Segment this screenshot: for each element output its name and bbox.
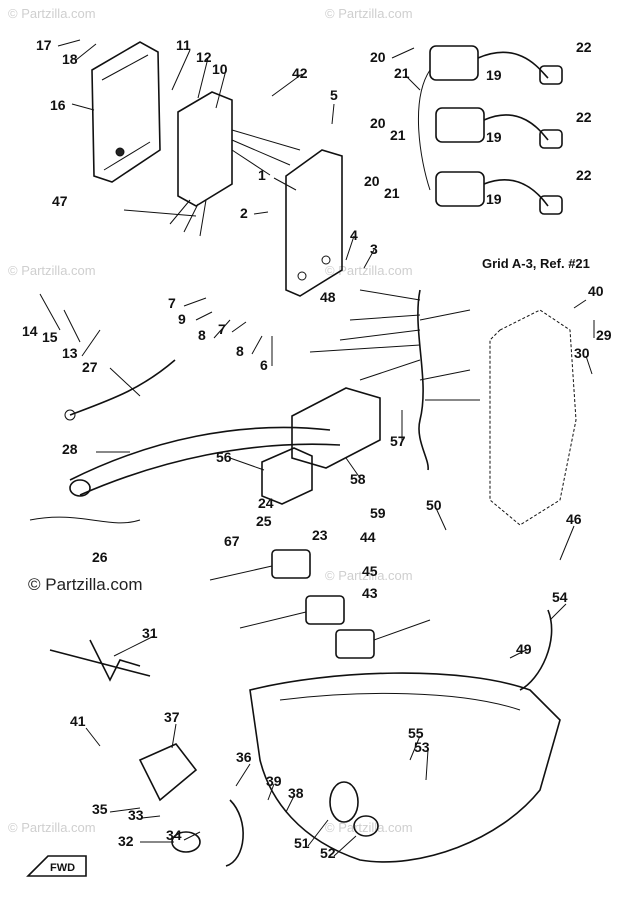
callout-54: 54: [552, 589, 568, 605]
callout-21: 21: [390, 127, 406, 143]
callout-26: 26: [92, 549, 108, 565]
callout-34: 34: [166, 827, 182, 843]
callout-40: 40: [588, 283, 604, 299]
callout-50: 50: [426, 497, 442, 513]
callout-44: 44: [360, 529, 376, 545]
callout-16: 16: [50, 97, 66, 113]
callout-39: 39: [266, 773, 282, 789]
wire-harness-part: [309, 289, 480, 471]
callout-28: 28: [62, 441, 78, 457]
leader-lines: [39, 39, 595, 857]
callout-21: 21: [384, 185, 400, 201]
grommet-part: [329, 781, 379, 837]
callout-20: 20: [370, 115, 386, 131]
callout-22: 22: [576, 39, 592, 55]
callout-labels: 17 18 16 11 12 10 42 5 20 21 19 22 20 21…: [22, 37, 612, 861]
callout-59: 59: [370, 505, 386, 521]
cdi-unit-part: [169, 91, 301, 237]
callout-67: 67: [224, 533, 240, 549]
callout-27: 27: [82, 359, 98, 375]
watermark: © Partzilla.com: [325, 820, 413, 835]
callout-17: 17: [36, 37, 52, 53]
callout-25: 25: [256, 513, 272, 529]
clamp-bracket-part: [49, 639, 151, 682]
callout-35: 35: [92, 801, 108, 817]
callout-12: 12: [196, 49, 212, 65]
callout-23: 23: [312, 527, 328, 543]
callout-41: 41: [70, 713, 86, 729]
relays-part: [209, 549, 431, 659]
cover-plate-part: [91, 41, 161, 183]
callout-38: 38: [288, 785, 304, 801]
callout-45: 45: [362, 563, 378, 579]
callout-2: 2: [240, 205, 248, 221]
watermark: © Partzilla.com: [8, 820, 96, 835]
callout-58: 58: [350, 471, 366, 487]
grid-reference-label: Grid A-3, Ref. #21: [482, 256, 590, 271]
ignition-coils-part: [417, 45, 563, 215]
callout-15: 15: [42, 329, 58, 345]
callout-10: 10: [212, 61, 228, 77]
callout-5: 5: [330, 87, 338, 103]
callout-36: 36: [236, 749, 252, 765]
callout-21: 21: [394, 65, 410, 81]
callout-32: 32: [118, 833, 134, 849]
callout-30: 30: [574, 345, 590, 361]
callout-43: 43: [362, 585, 378, 601]
callout-56: 56: [216, 449, 232, 465]
callout-37: 37: [164, 709, 180, 725]
callout-8: 8: [198, 327, 206, 343]
watermark-main: © Partzilla.com: [28, 575, 143, 594]
callout-20: 20: [364, 173, 380, 189]
starter-motor-part: [138, 743, 244, 867]
watermark: © Partzilla.com: [325, 6, 413, 21]
callout-24: 24: [258, 495, 274, 511]
watermark-group: © Partzilla.com © Partzilla.com © Partzi…: [8, 6, 413, 835]
watermark: © Partzilla.com: [8, 6, 96, 21]
fwd-label: FWD: [50, 862, 75, 874]
callout-4: 4: [350, 227, 358, 243]
callout-51: 51: [294, 835, 310, 851]
callout-31: 31: [142, 625, 158, 641]
cable-part: [64, 359, 176, 421]
callout-19: 19: [486, 129, 502, 145]
callout-42: 42: [292, 65, 308, 81]
callout-48: 48: [320, 289, 336, 305]
callout-29: 29: [596, 327, 612, 343]
callout-1: 1: [258, 167, 266, 183]
callout-52: 52: [320, 845, 336, 861]
callout-8: 8: [236, 343, 244, 359]
callout-46: 46: [566, 511, 582, 527]
callout-57: 57: [390, 433, 406, 449]
callout-7: 7: [168, 295, 176, 311]
callout-6: 6: [260, 357, 268, 373]
watermark: © Partzilla.com: [8, 263, 96, 278]
watermark: © Partzilla.com: [325, 568, 413, 583]
callout-9: 9: [178, 311, 186, 327]
callout-49: 49: [516, 641, 532, 657]
callout-18: 18: [62, 51, 78, 67]
callout-53: 53: [414, 739, 430, 755]
watermark: © Partzilla.com: [325, 263, 413, 278]
callout-47: 47: [52, 193, 68, 209]
control-box-part: [291, 387, 381, 469]
callout-19: 19: [486, 67, 502, 83]
callout-13: 13: [62, 345, 78, 361]
callout-20: 20: [370, 49, 386, 65]
callout-3: 3: [370, 241, 378, 257]
callout-11: 11: [176, 37, 191, 53]
engine-outline-part: [489, 309, 577, 526]
callout-22: 22: [576, 109, 592, 125]
bracket-plate-part: [285, 149, 343, 297]
callout-33: 33: [128, 807, 144, 823]
callout-14: 14: [22, 323, 38, 339]
fwd-arrow: FWD: [26, 855, 87, 877]
callout-19: 19: [486, 191, 502, 207]
main-harness-cable-part: [29, 426, 341, 524]
junction-box-part: [261, 447, 313, 505]
callout-22: 22: [576, 167, 592, 183]
